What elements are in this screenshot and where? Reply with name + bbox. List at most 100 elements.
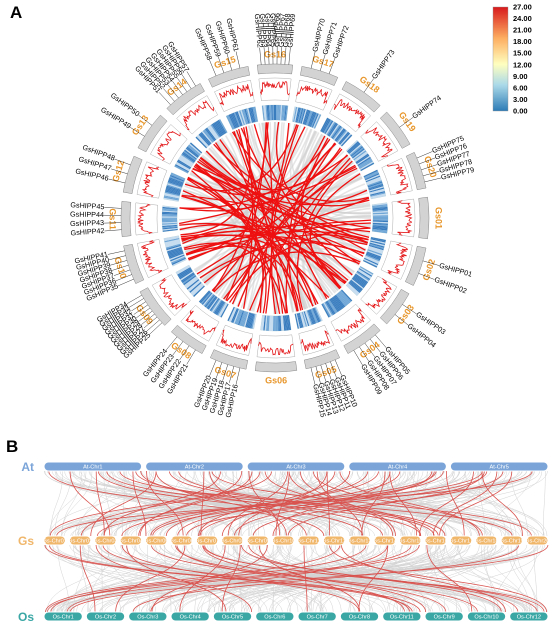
chromosome-bar-At-Chr2 [145, 461, 244, 472]
gene-label: GsHIPP01 [438, 261, 473, 279]
gene-tick [218, 56, 225, 73]
heatmap-cell [328, 299, 338, 313]
chromosome-label-Gs16: Gs16 [264, 49, 286, 59]
heatmap-cell [184, 277, 198, 288]
gene-tick [226, 53, 233, 71]
gene-tick [325, 363, 332, 380]
heatmap-cell [245, 108, 251, 124]
collinear-link-gs-os [329, 544, 547, 613]
colorbar: 27.0024.0021.0018.0015.0012.009.006.003.… [492, 3, 532, 116]
heatmap-cell [356, 155, 371, 166]
duplication-link [213, 251, 360, 293]
duplication-link [179, 224, 314, 307]
background-link [50, 470, 63, 537]
heatmap-cell [280, 105, 283, 121]
collinear-link-at-gs [312, 470, 483, 537]
background-link [480, 470, 512, 537]
background-link [56, 470, 455, 537]
heatmap-cell [309, 112, 317, 127]
duplication-link [180, 126, 251, 236]
chromosome-bar-label: At-Chr5 [490, 465, 509, 471]
collinear-link-gs-os [151, 544, 268, 613]
heatmap-cell [296, 107, 301, 123]
heatmap-cell [233, 112, 241, 127]
gene-tick [167, 84, 179, 99]
heatmap-cell [281, 315, 285, 331]
heatmap-cell [267, 315, 270, 331]
background-link [478, 470, 485, 537]
collinear-link-at-gs [69, 470, 111, 537]
line-plot-Gs20 [386, 164, 409, 195]
heatmap-cell [172, 258, 187, 267]
heatmap-cell [339, 291, 351, 304]
heatmap-cell [359, 160, 373, 169]
heatmap-cell [350, 279, 363, 291]
background-link [52, 544, 239, 613]
background-link [107, 544, 141, 613]
heatmap-cell [372, 209, 388, 212]
heatmap-cell [333, 296, 344, 309]
heatmap-cell [282, 315, 286, 331]
collinear-link-gs-os [79, 544, 96, 613]
background-link [276, 544, 386, 613]
chromosome-bar-Gs-Chr13 [348, 535, 371, 546]
gene-tick [280, 47, 282, 65]
heatmap-cell [187, 280, 200, 291]
heatmap-cell [245, 312, 251, 328]
heatmap-cell [364, 256, 379, 264]
collinear-link-at-gs [186, 470, 488, 537]
heatmap-cell [189, 281, 202, 293]
background-link [240, 544, 548, 613]
background-link [350, 544, 354, 613]
heatmap-cell [367, 179, 382, 186]
heatmap-cell [305, 110, 312, 126]
chromosome-bar-Gs-Chr09 [246, 535, 270, 546]
chromosome-bar-Gs-Chr16 [424, 535, 447, 546]
heatmap-cell [372, 221, 388, 224]
gene-tick [131, 301, 146, 312]
heatmap-cell [162, 215, 178, 217]
heatmap-cell [267, 105, 270, 121]
heatmap-cell [334, 295, 345, 309]
heatmap-cell [162, 225, 178, 229]
heatmap-cell [312, 308, 320, 323]
chromosome-bar-Gs-Chr17 [449, 535, 473, 546]
heatmap-cell [168, 250, 183, 257]
background-link [135, 544, 268, 613]
heatmap-cell [351, 147, 364, 158]
heatmap-cell [352, 277, 366, 288]
heatmap-cell [268, 315, 271, 331]
chromosome-bar-label: Gs-Chr13 [347, 539, 371, 545]
heatmap-cell [348, 143, 361, 154]
heatmap-cell [300, 312, 306, 328]
heatmap-cell [306, 310, 313, 325]
line-track-frame-Gs20 [381, 158, 413, 196]
duplication-link [211, 122, 290, 292]
heatmap-cell [300, 108, 306, 124]
gene-tick [138, 114, 153, 126]
chromosome-ring [120, 63, 430, 373]
gene-tick [117, 278, 134, 287]
collinear-link-at-gs [299, 470, 396, 537]
collinear-hipp-links [44, 470, 549, 613]
colorbar-ticks: 27.0024.0021.0018.0015.0012.009.006.003.… [513, 3, 532, 116]
line-plot-Gs02 [387, 242, 409, 275]
gc-content-line-ring [134, 77, 416, 359]
duplication-link [296, 160, 353, 311]
chromosome-block-Gs12 [122, 155, 143, 194]
heatmap-cell [227, 114, 235, 130]
heatmap-cell [184, 149, 197, 160]
heatmap-cell [168, 251, 184, 258]
gene-tick [418, 273, 435, 280]
chromosome-block-Gs14 [166, 83, 205, 116]
background-link [442, 470, 485, 537]
line-plot-Gs03 [365, 278, 392, 309]
gene-tick [334, 359, 342, 376]
heatmap-cell [354, 274, 368, 285]
heatmap-cell [370, 239, 386, 244]
heatmap-cell [365, 175, 381, 183]
heatmap-cell [215, 121, 225, 135]
collinear-link-at-gs [135, 470, 435, 537]
chromosome-bar-label: Gs-Chr01 [43, 539, 67, 545]
